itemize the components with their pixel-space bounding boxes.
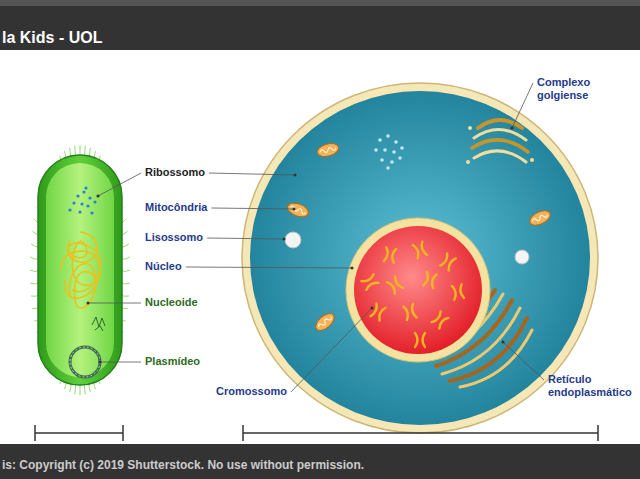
leader-line [209,173,295,175]
site-watermark: la Kids - UOL [2,28,102,47]
leader-line [503,342,544,380]
leader-dot [351,267,354,270]
part-label: Lisossomo [145,231,203,244]
leader-dot [99,361,102,364]
leader-line [186,267,352,268]
leader-line [512,83,533,128]
leader-dot [371,307,374,310]
leader-line [88,303,141,304]
leader-line [291,308,372,392]
leader-line [100,362,141,363]
part-label: Núcleo [145,260,182,273]
part-label: Mitocôndria [145,201,207,214]
copyright-notice: is: Copyright (c) 2019 Shutterstock. No … [2,458,364,473]
part-label: Cromossomo [216,385,287,398]
leader-dot [511,127,514,130]
part-label: Ribossomo [145,166,205,179]
leader-dot [293,208,296,211]
part-label: Plasmídeo [145,355,200,368]
leader-dot [97,195,100,198]
part-label: Complexo golgiense [537,76,601,102]
leader-dot [283,238,286,241]
leader-line [211,208,294,209]
leader-dot [294,174,297,177]
leader-dot [87,302,90,305]
leader-dot [502,341,505,344]
part-label: Nucleoide [145,296,198,309]
leader-line [207,238,284,239]
part-label: Retículo endoplasmático [548,373,636,399]
leader-line [98,173,141,196]
